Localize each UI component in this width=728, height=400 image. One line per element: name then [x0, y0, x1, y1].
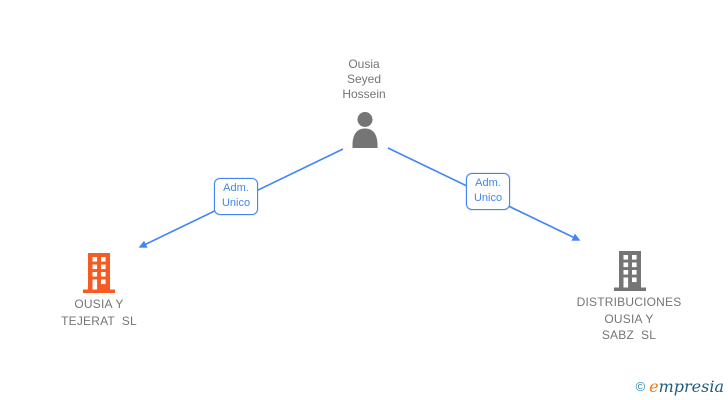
edge-label-adm-unico-right: Adm. Unico [466, 173, 510, 210]
person-name[interactable]: Ousia Seyed Hossein [342, 57, 386, 101]
copyright-icon: © [635, 379, 646, 394]
empresia-logo[interactable]: © empresia [636, 378, 724, 396]
building-icon-ousia-y-tejerat[interactable] [82, 253, 116, 293]
brand-rest: mpresia [658, 377, 724, 396]
company-name-distribuciones-ousia[interactable]: DISTRIBUCIONES OUSIA Y SABZ SL [576, 295, 682, 342]
edge-label-adm-unico-left: Adm. Unico [214, 178, 258, 215]
company-name-ousia-y-tejerat[interactable]: OUSIA Y TEJERAT SL [61, 297, 137, 328]
brand-first-letter: e [649, 377, 659, 396]
building-icon-distribuciones-ousia[interactable] [613, 251, 647, 291]
person-icon[interactable] [348, 111, 382, 149]
